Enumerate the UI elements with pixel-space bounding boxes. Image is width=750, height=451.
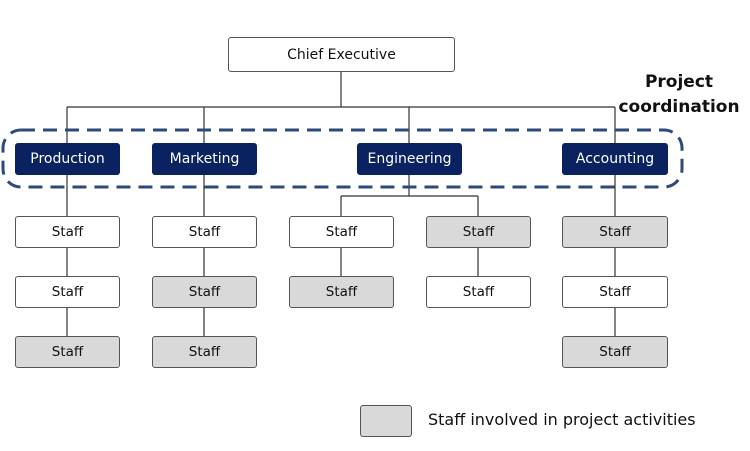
chief-executive-box: Chief Executive: [228, 37, 455, 72]
staff-box-project: Staff: [426, 216, 531, 248]
department-production: Production: [15, 143, 120, 175]
project-label-line1: Project: [644, 72, 714, 92]
staff-label: Staff: [599, 284, 631, 300]
staff-box: Staff: [562, 276, 668, 308]
staff-box: Staff: [426, 276, 531, 308]
staff-box: Staff: [15, 276, 120, 308]
staff-label: Staff: [188, 344, 221, 360]
department-label: Production: [30, 151, 105, 167]
staff-box-project: Staff: [289, 276, 394, 308]
department-marketing: Marketing: [152, 143, 257, 175]
department-engineering: Engineering: [357, 143, 462, 175]
department-label: Engineering: [367, 151, 452, 167]
staff-box: Staff: [152, 216, 257, 248]
staff-box: Staff: [15, 216, 120, 248]
staff-label: Staff: [462, 224, 495, 240]
staff-box-project: Staff: [152, 336, 257, 368]
chief-executive-label: Chief Executive: [287, 46, 396, 63]
staff-label: Staff: [51, 284, 84, 300]
project-label-line2: coordination: [618, 97, 740, 117]
department-label: Accounting: [575, 151, 655, 167]
staff-box: Staff: [289, 216, 394, 248]
legend-text: Staff involved in project activities: [428, 410, 696, 429]
staff-label: Staff: [462, 284, 495, 300]
staff-label: Staff: [188, 224, 221, 240]
staff-label: Staff: [325, 284, 358, 300]
staff-label: Staff: [599, 344, 631, 360]
staff-label: Staff: [325, 224, 358, 240]
staff-box-project: Staff: [152, 276, 257, 308]
staff-label: Staff: [188, 284, 221, 300]
department-label: Marketing: [169, 151, 240, 167]
staff-box-project: Staff: [15, 336, 120, 368]
project-coordination-outline: [1, 128, 684, 189]
staff-label: Staff: [51, 224, 84, 240]
legend-swatch: [360, 405, 412, 437]
staff-label: Staff: [599, 224, 631, 240]
staff-box-project: Staff: [562, 336, 668, 368]
department-accounting: Accounting: [562, 143, 668, 175]
staff-box-project: Staff: [562, 216, 668, 248]
staff-label: Staff: [51, 344, 84, 360]
project-coordination-label: Project coordination: [610, 70, 748, 120]
